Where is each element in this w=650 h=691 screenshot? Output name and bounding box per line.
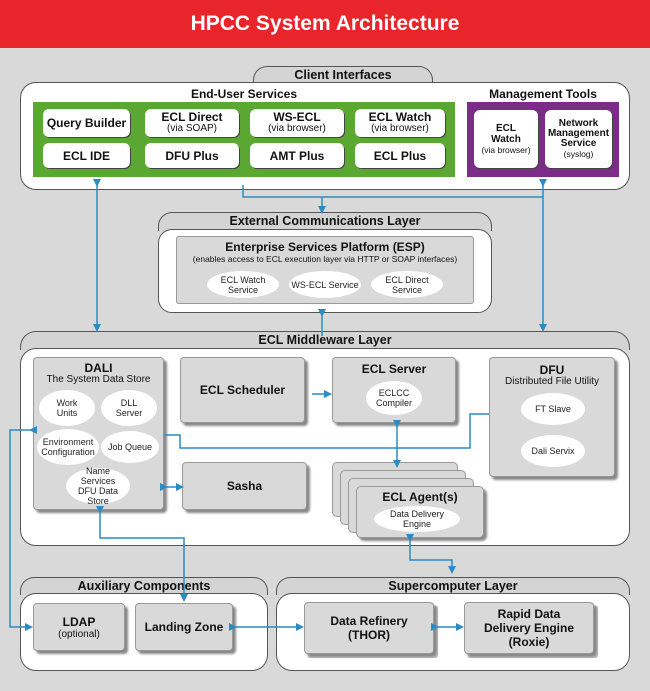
sasha-box: Sasha — [182, 462, 307, 510]
supercomputer-label: Supercomputer Layer — [388, 579, 518, 593]
ecl-watch-service-oval: ECL Watch Service — [207, 271, 279, 298]
dfu-plus-box: DFU Plus — [145, 143, 239, 168]
dali-servix-oval: Dali Servix — [521, 435, 585, 467]
esp-title: Enterprise Services Platform (ESP) — [225, 240, 425, 254]
query-builder-box: Query Builder — [43, 109, 130, 137]
ws-ecl-service-oval: WS-ECL Service — [289, 271, 361, 298]
ecl-plus-title: ECL Plus — [373, 148, 427, 163]
dali-sub: The System Data Store — [46, 374, 151, 385]
roxie-label: Rapid Data Delivery Engine (Roxie) — [483, 607, 575, 649]
end-user-services-label: End-User Services — [190, 87, 298, 101]
roxie-box: Rapid Data Delivery Engine (Roxie) — [464, 602, 594, 654]
ecl-direct-title: ECL Direct — [161, 110, 223, 124]
ecl-scheduler-label: ECL Scheduler — [199, 383, 286, 397]
ecl-watch-title: ECL Watch — [368, 110, 432, 124]
ws-ecl-title: WS-ECL — [273, 110, 321, 124]
environment-configuration-oval: Environment Configuration — [37, 429, 99, 465]
mgmt-ecl-watch-title: ECL Watch — [491, 122, 521, 145]
esp-sub: (enables access to ECL execution layer v… — [192, 254, 458, 264]
dali-title: DALI — [84, 361, 113, 375]
ws-ecl-box: WS-ECL (via browser) — [250, 109, 344, 137]
mgmt-ecl-watch-box: ECL Watch (via browser) — [474, 110, 538, 168]
title-bar: HPCC System Architecture — [0, 0, 650, 48]
middleware-label: ECL Middleware Layer — [258, 333, 392, 347]
landing-zone-title: Landing Zone — [144, 620, 224, 634]
amt-plus-title: AMT Plus — [269, 148, 325, 163]
ecl-direct-box: ECL Direct (via SOAP) — [145, 109, 239, 137]
ecl-plus-box: ECL Plus — [355, 143, 445, 168]
network-mgmt-title: Network Management Service — [547, 118, 610, 149]
ecl-server-title: ECL Server — [361, 362, 427, 376]
job-queue-oval: Job Queue — [101, 431, 159, 463]
client-interfaces-tab: Client Interfaces — [253, 66, 433, 84]
ecl-watch-box: ECL Watch (via browser) — [355, 109, 445, 137]
ldap-title: LDAP — [62, 614, 96, 629]
network-mgmt-box: Network Management Service (syslog) — [545, 110, 612, 168]
ldap-sub: (optional) — [58, 628, 100, 640]
thor-label: Data Refinery (THOR) — [330, 614, 408, 642]
ft-slave-oval: FT Slave — [521, 393, 585, 425]
thor-box: Data Refinery (THOR) — [304, 602, 434, 654]
dfu-plus-title: DFU Plus — [165, 148, 219, 163]
name-services-oval: Name Services DFU Data Store — [66, 466, 130, 506]
middleware-tab: ECL Middleware Layer — [20, 331, 630, 350]
ws-ecl-sub: (via browser) — [268, 123, 326, 134]
data-delivery-engine-oval: Data Delivery Engine — [374, 506, 460, 532]
ecl-watch-sub: (via browser) — [371, 123, 429, 134]
dll-server-oval: DLL Server — [101, 390, 157, 426]
supercomputer-tab: Supercomputer Layer — [276, 577, 630, 595]
page-title: HPCC System Architecture — [190, 12, 460, 35]
auxiliary-label: Auxiliary Components — [77, 579, 211, 593]
ecl-scheduler-box: ECL Scheduler — [180, 357, 305, 423]
work-units-oval: Work Units — [39, 390, 95, 426]
client-interfaces-label: Client Interfaces — [294, 68, 392, 82]
ldap-box: LDAP (optional) — [33, 603, 125, 651]
ecl-direct-service-oval: ECL Direct Service — [371, 271, 443, 298]
ecl-direct-sub: (via SOAP) — [166, 123, 217, 134]
ecl-agent-title: ECL Agent(s) — [382, 490, 458, 504]
query-builder-title: Query Builder — [46, 116, 127, 130]
dfu-title: DFU — [539, 363, 565, 377]
network-mgmt-sub: (syslog) — [563, 149, 594, 159]
eclcc-compiler-oval: ECLCC Compiler — [366, 381, 422, 415]
mgmt-ecl-watch-sub: (via browser) — [481, 144, 531, 155]
dfu-sub: Distributed File Utility — [505, 376, 599, 387]
ecl-ide-box: ECL IDE — [43, 143, 130, 168]
external-comm-label: External Communications Layer — [229, 214, 421, 228]
sasha-label: Sasha — [226, 479, 263, 493]
amt-plus-box: AMT Plus — [250, 143, 344, 168]
landing-zone-box: Landing Zone — [135, 603, 233, 651]
ecl-ide-title: ECL IDE — [62, 148, 111, 163]
management-tools-label: Management Tools — [489, 87, 597, 101]
